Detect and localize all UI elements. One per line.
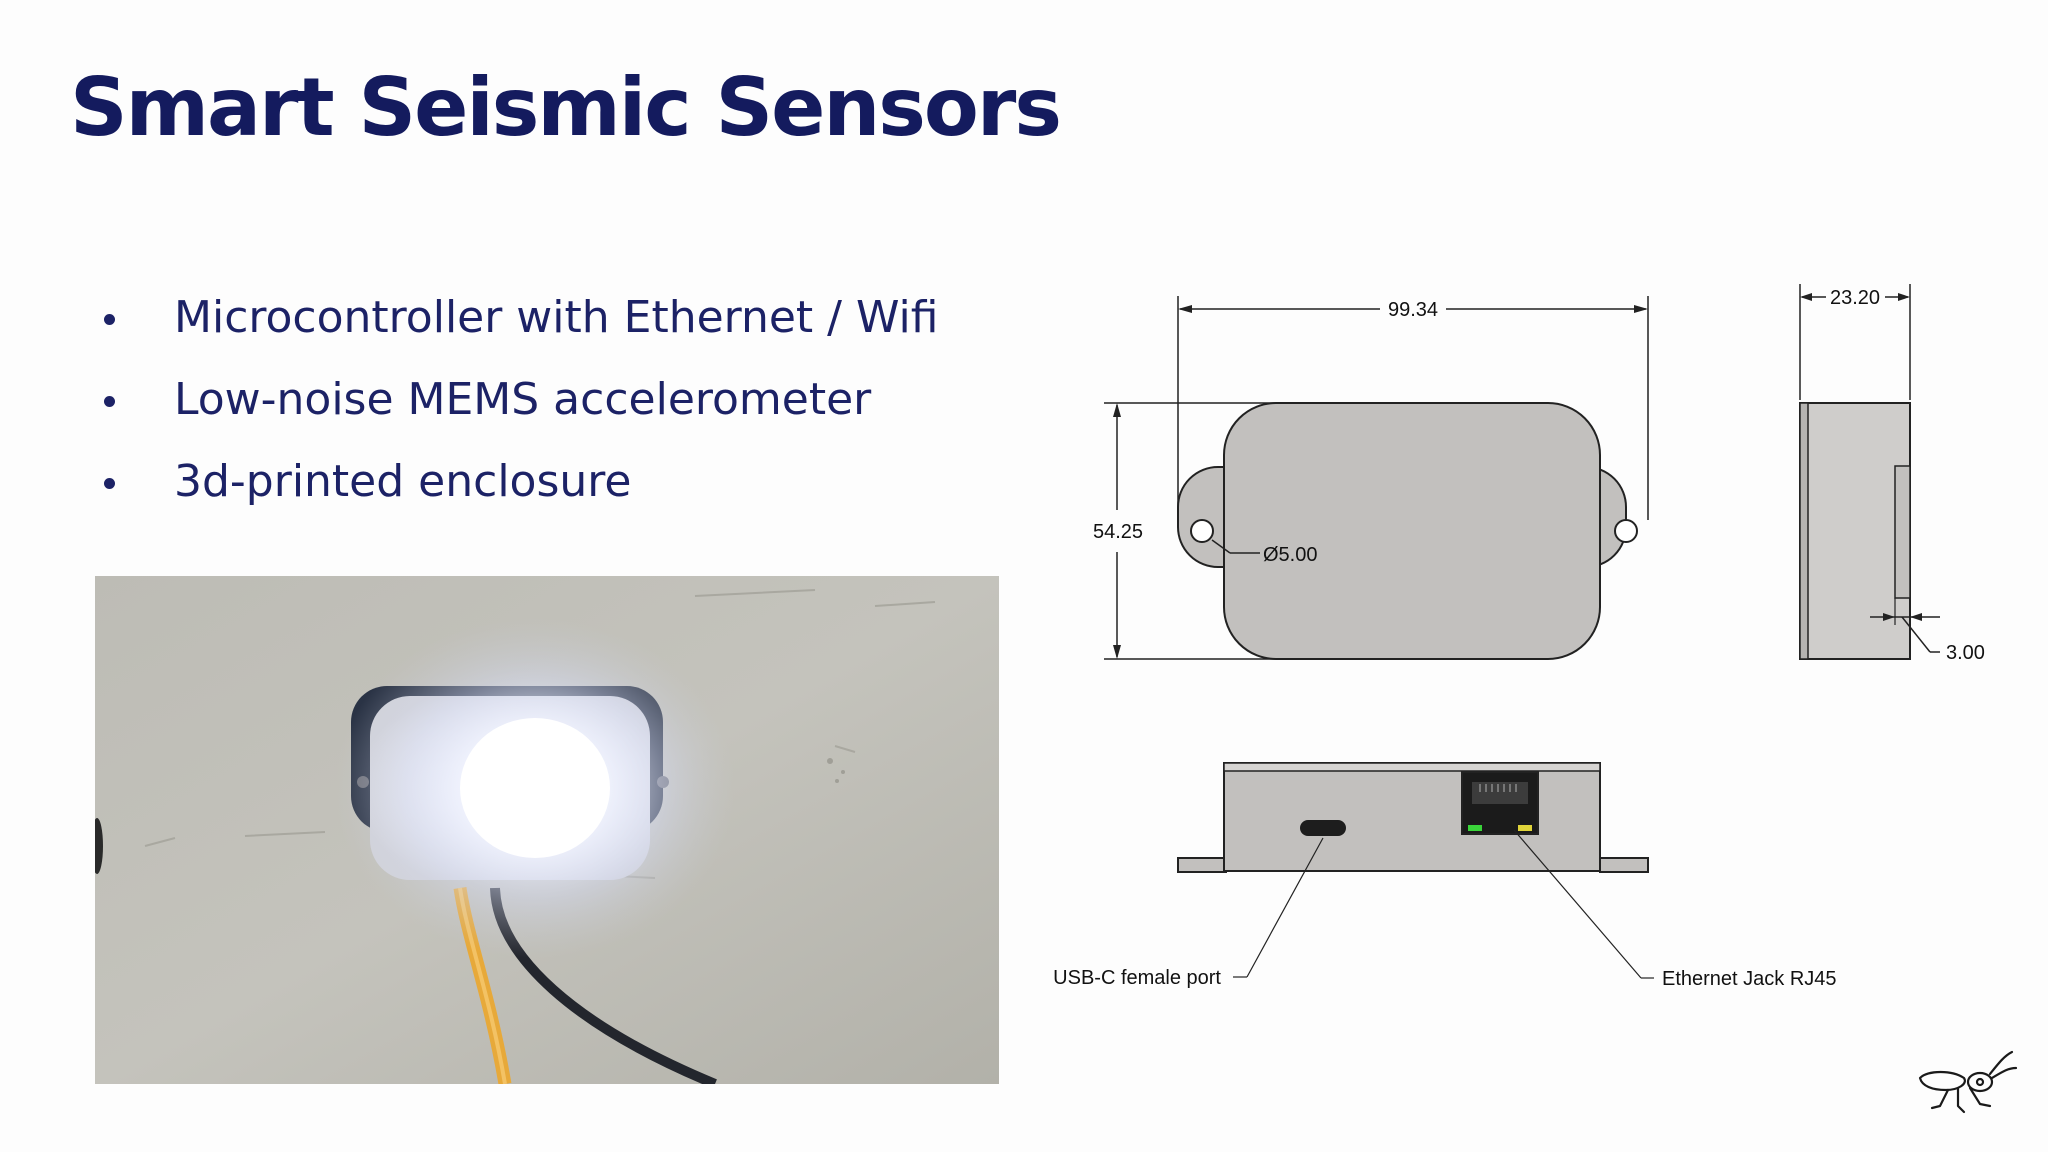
bottom-view: [1177, 762, 1649, 873]
bullet-text: Microcontroller with Ethernet / Wifi: [174, 292, 939, 343]
height-dimension-label: 54.25: [1093, 521, 1143, 543]
technical-drawing: 99.34 54.25 Ø5.00: [1053, 284, 1985, 990]
bullet-text: Low-noise MEMS accelerometer: [174, 374, 872, 425]
slide-title: Smart Seismic Sensors: [70, 61, 1062, 154]
ethernet-label: Ethernet Jack RJ45: [1662, 968, 1837, 990]
depth-dimension-label: 23.20: [1830, 287, 1880, 309]
sensor-photo: [95, 576, 999, 1084]
ethernet-callout: Ethernet Jack RJ45: [1513, 829, 1837, 990]
side-view: [1799, 402, 1911, 660]
bullet-item: Microcontroller with Ethernet / Wifi: [96, 282, 938, 364]
width-dimension: 99.34: [1177, 296, 1649, 520]
height-dimension: 54.25: [1093, 402, 1280, 660]
bullet-list: Microcontroller with Ethernet / Wifi Low…: [96, 282, 938, 528]
depth-dimension: 23.20: [1799, 284, 1911, 400]
hole-dimension-label: Ø5.00: [1263, 544, 1317, 566]
hole-dimension: Ø5.00: [1211, 539, 1317, 566]
usb-c-callout: USB-C female port: [1053, 837, 1324, 989]
wall-dimension: 3.00: [1870, 598, 1985, 664]
ant-icon: [1918, 1050, 2018, 1114]
bullet-item: Low-noise MEMS accelerometer: [96, 364, 938, 446]
usb-c-port: [1300, 820, 1346, 836]
bullet-dot: [104, 478, 115, 489]
sensor-photo-image: [95, 576, 999, 1084]
wall-dimension-label: 3.00: [1946, 642, 1985, 664]
bullet-text: 3d-printed enclosure: [174, 456, 632, 507]
bullet-dot: [104, 396, 115, 407]
front-view: [1177, 402, 1638, 660]
rj45-jack: [1461, 771, 1539, 835]
bullet-item: 3d-printed enclosure: [96, 446, 938, 528]
bullet-dot: [104, 314, 115, 325]
usb-c-label: USB-C female port: [1053, 967, 1221, 989]
width-dimension-label: 99.34: [1388, 299, 1438, 321]
